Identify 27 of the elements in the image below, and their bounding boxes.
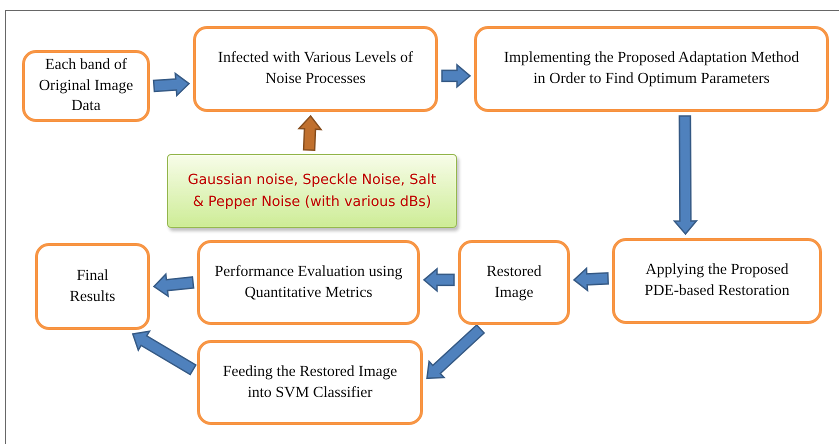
block-arrow xyxy=(297,114,323,151)
process-box xyxy=(612,238,822,324)
process-box xyxy=(35,243,150,330)
box-text: Feeding the Restored Image into SVM Classifier xyxy=(222,362,398,402)
process-box xyxy=(474,26,829,112)
block-arrow xyxy=(422,267,455,293)
box-text: Implementing the Proposed Adaptation Method in Order to Find Optimum Parameters xyxy=(502,48,800,89)
process-box xyxy=(22,50,150,122)
box-text: Performance Evaluation using Quantitative Metrics xyxy=(214,262,404,302)
process-box xyxy=(193,26,438,112)
block-arrow xyxy=(152,272,194,298)
process-box xyxy=(458,240,570,325)
process-box xyxy=(197,340,423,425)
block-arrow xyxy=(152,72,190,98)
block-arrow xyxy=(672,115,698,236)
box-text: Final Results xyxy=(68,266,116,306)
block-arrow xyxy=(132,330,197,376)
box-text: Gaussian noise, Speckle Noise, Salt & Pepper Noise (with various dBs) xyxy=(186,170,438,212)
box-text: Applying the Proposed PDE-based Restoration xyxy=(643,260,791,301)
box-text: Infected with Various Levels of Noise Processes xyxy=(216,48,414,89)
block-arrow xyxy=(426,324,486,380)
box-text: Each band of Original Image Data xyxy=(38,54,134,116)
process-box xyxy=(197,240,420,325)
block-arrow xyxy=(441,63,472,89)
block-arrow xyxy=(572,266,609,292)
scroll-banner xyxy=(167,154,457,228)
box-text: Restored Image xyxy=(485,262,543,302)
